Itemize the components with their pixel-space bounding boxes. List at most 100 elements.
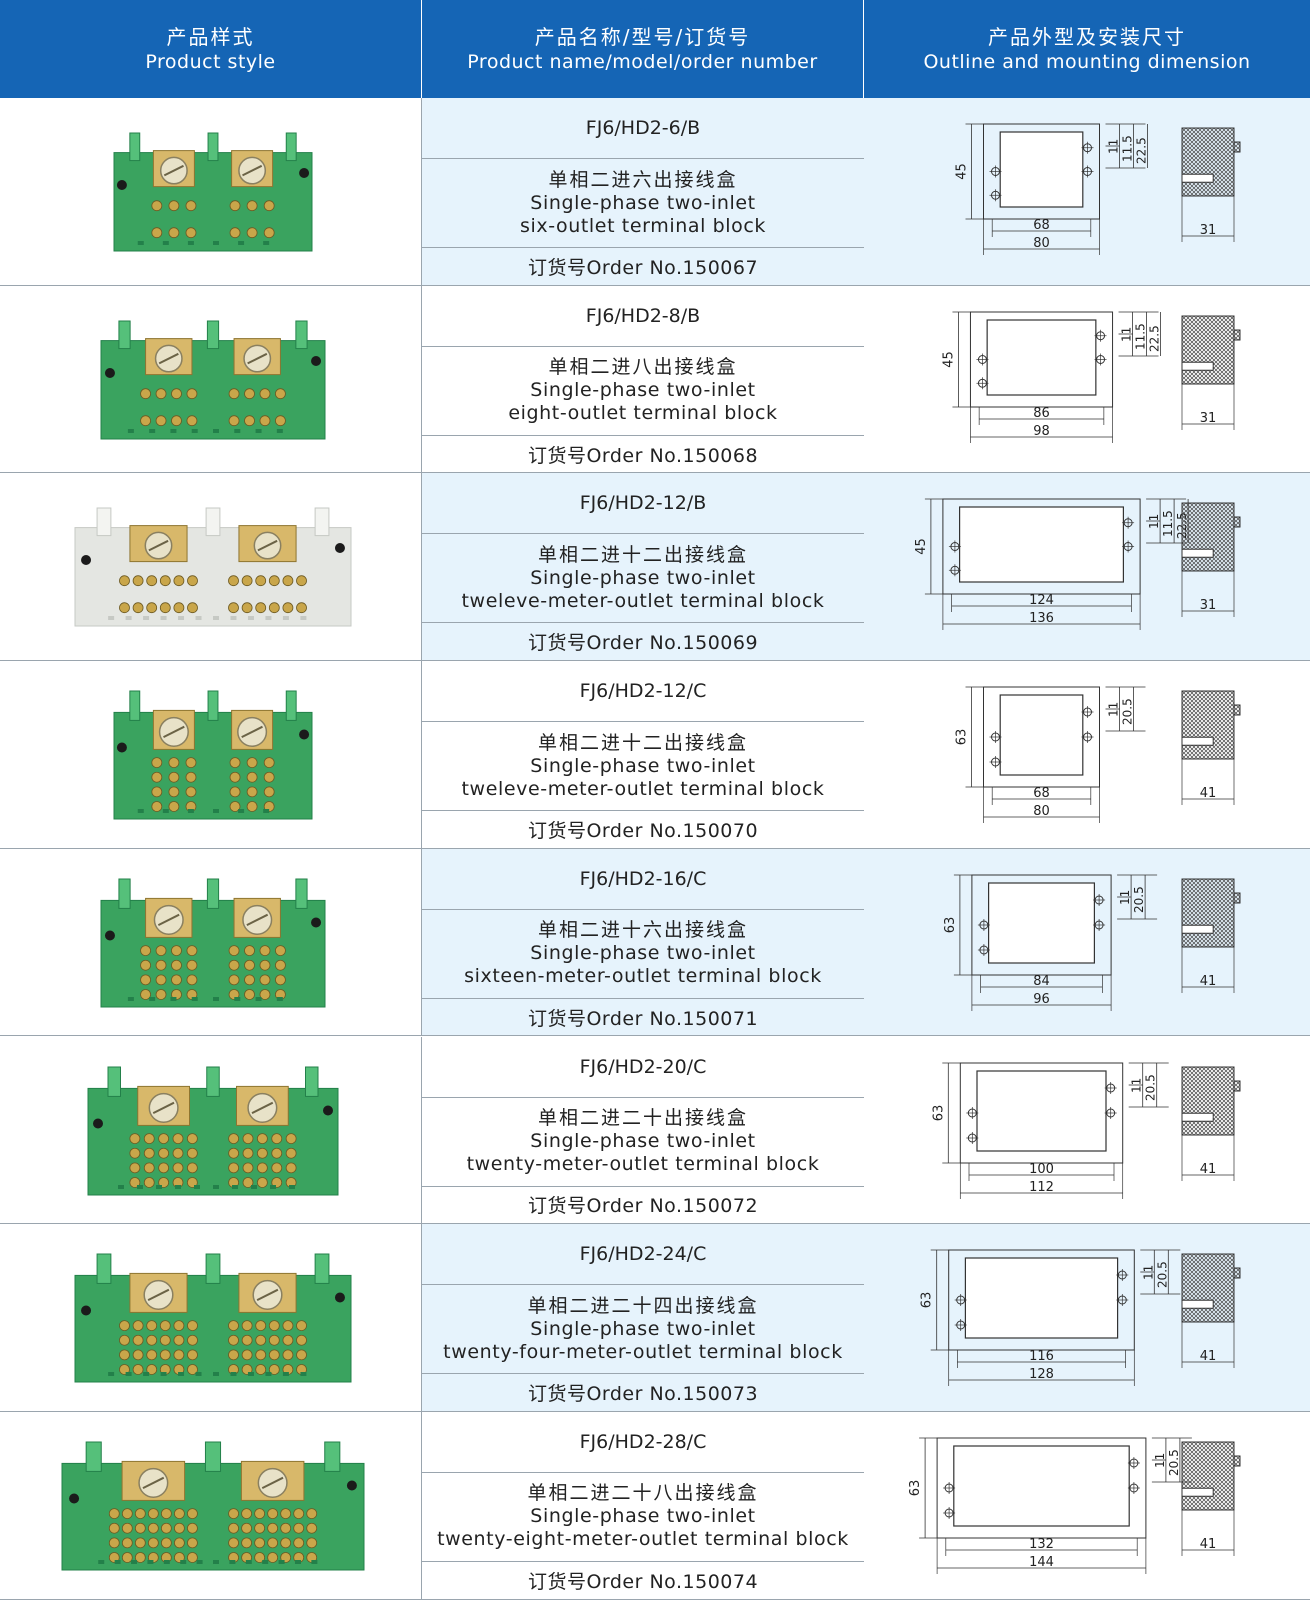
vent-slot [179,1559,186,1564]
outlet-screw [160,1537,172,1549]
vent-slot [160,616,167,621]
outlet-screw [121,1508,133,1519]
outlet-screw [172,575,184,587]
product-name-en-line1: Single-phase two-inlet [530,1505,756,1528]
dim-side-label-2: 20.5 [1155,1261,1169,1288]
outlet-screw [243,945,255,956]
outlet-screw [155,387,166,399]
outlet-screw [155,988,166,1000]
outlet-screw [186,414,197,426]
outlet-screw [160,1522,172,1534]
dim-inner-width-label: 84 [1033,974,1050,989]
vent-slot [137,241,144,245]
vent-slot [191,996,198,1001]
vent-slot [177,1372,184,1377]
outlet-screw [263,227,275,239]
screw-slot [152,1101,174,1114]
product-row: FJ6/HD2-6/B 单相二进六出接线盒 Single-phase two-i… [0,98,1310,286]
product-photo [87,1066,338,1195]
header-product-name: 产品名称/型号/订货号 Product name/model/order num… [422,0,863,98]
outlet-screw [132,1320,143,1332]
outlet-screw [150,786,162,798]
outlet-screw [254,575,266,587]
mounting-hole [104,367,115,378]
side-view [1181,1441,1235,1511]
vent-slot [245,1559,252,1564]
outlet-screw [243,988,255,1000]
outlet-screw [268,1320,280,1332]
vent-slot [262,241,269,245]
outlet-screw [186,1522,198,1534]
outline-rect [936,1437,1147,1539]
outlet-screw [274,414,286,426]
vent-slot [155,1184,162,1189]
mounting-hole [334,543,345,554]
vent-slot [137,809,144,814]
header-divider [863,0,864,98]
outlet-screw [155,959,166,971]
block-body [87,1087,338,1195]
dim-height-label: 63 [920,1292,935,1309]
outlet-screw [282,1320,293,1332]
outlet-screw [227,1320,239,1332]
product-name-zh: 单相二进六出接线盒 [548,168,738,191]
model-number: FJ6/HD2-12/C [422,661,864,723]
dim-side-label-1: 11 [1107,139,1121,154]
vent-slot [247,1372,254,1377]
vent-slot [237,809,244,814]
outlet-screw [228,945,239,956]
dim-side-label-2: 20.5 [1132,886,1146,913]
dim-height-label: 63 [931,1104,946,1121]
side-view [1181,315,1235,385]
dim-outer-width-label: 96 [1033,992,1050,1007]
order-number: 订货号Order No.150069 [422,623,864,660]
block-wall [304,1066,318,1097]
product-description: 单相二进十二出接线盒 Single-phase two-inlet twelev… [422,722,864,812]
outlet-screw [242,1176,253,1188]
outlet-screw [270,1147,282,1159]
outlet-screw [132,575,143,587]
block-body [100,899,325,1008]
vent-slot [162,241,169,245]
outlet-screw [229,200,240,212]
side-view-slot [1181,1299,1214,1309]
outlet-screw [118,602,130,614]
outlet-screw [172,1132,183,1144]
outlet-screw [253,1537,265,1549]
header-col1-en: Product style [145,51,276,73]
outlet-screw [253,1551,265,1563]
dim-inner-width-label: 132 [1029,1537,1054,1552]
vent-slot [276,996,283,1001]
vent-slot [196,1559,203,1564]
dim-height-label: 63 [908,1480,923,1497]
model-number-text: FJ6/HD2-28/C [579,1430,707,1453]
header-col1-zh: 产品样式 [166,25,255,49]
dim-depth-label: 41 [1200,1162,1217,1177]
outlet-screw [139,414,151,426]
outlet-screw [186,1349,198,1361]
outlet-screw [263,771,275,783]
product-name-en-line1: Single-phase two-inlet [530,1130,756,1152]
mounting-hole [310,355,321,366]
block-wall [207,132,218,162]
vent-slot [299,616,306,621]
product-photo [113,690,312,820]
product-row: FJ6/HD2-28/C 单相二进二十八出接线盒 Single-phase tw… [0,1411,1310,1600]
outlet-screw [167,786,179,798]
mounting-hole [92,1118,103,1128]
outlet-screw [285,1132,297,1144]
vent-slot [237,241,244,245]
order-number: 订货号Order No.150071 [422,999,864,1036]
outlet-screw [118,575,130,587]
vent-slot [212,1559,219,1564]
mounting-hole [298,729,309,740]
vent-slot [212,1184,219,1189]
outlet-screw [268,1349,280,1361]
outlet-screw [227,1349,239,1361]
outlet-screw [150,801,162,812]
vent-slot [264,1372,271,1377]
outlet-screw [157,1147,169,1159]
